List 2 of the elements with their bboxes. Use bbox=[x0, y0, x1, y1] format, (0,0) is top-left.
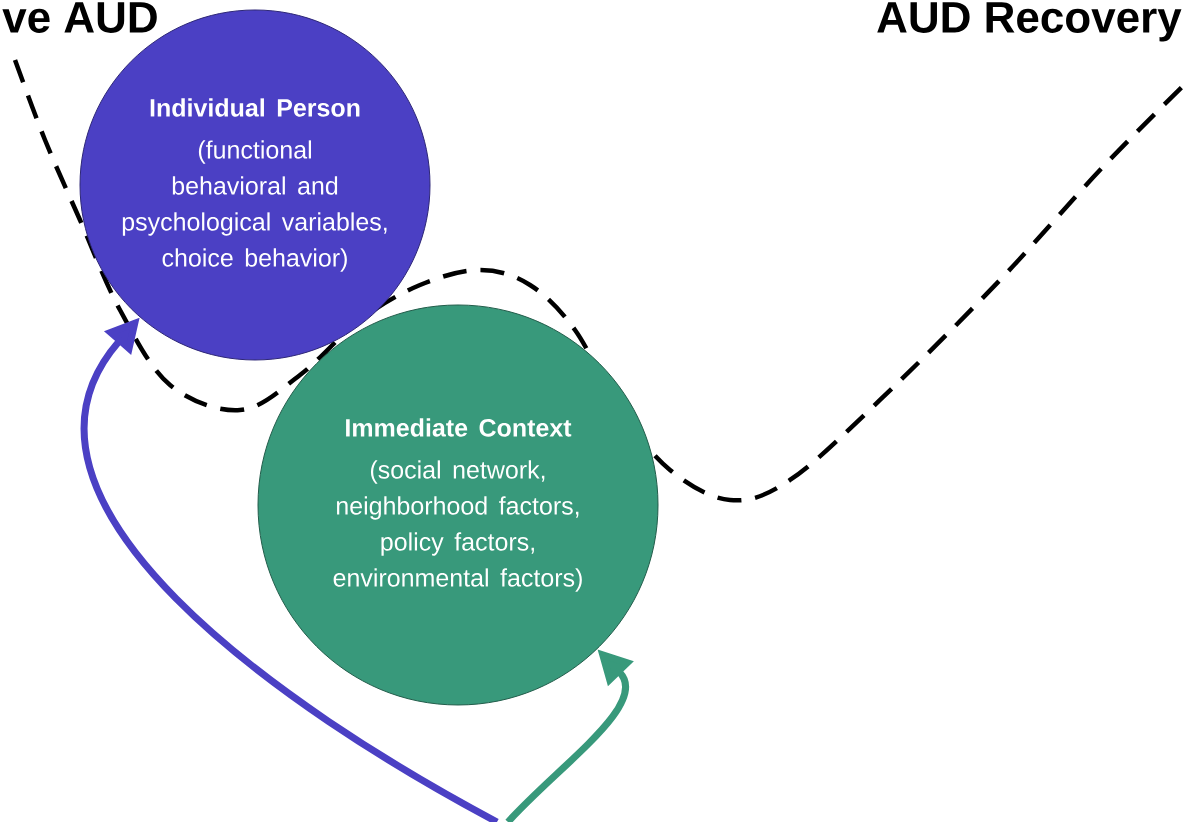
circle-node: Immediate Context (social network, neighborhood factors, policy factors, environmental factors) bbox=[257, 304, 659, 706]
stage-heading: AUD Recovery bbox=[877, 2, 1182, 42]
